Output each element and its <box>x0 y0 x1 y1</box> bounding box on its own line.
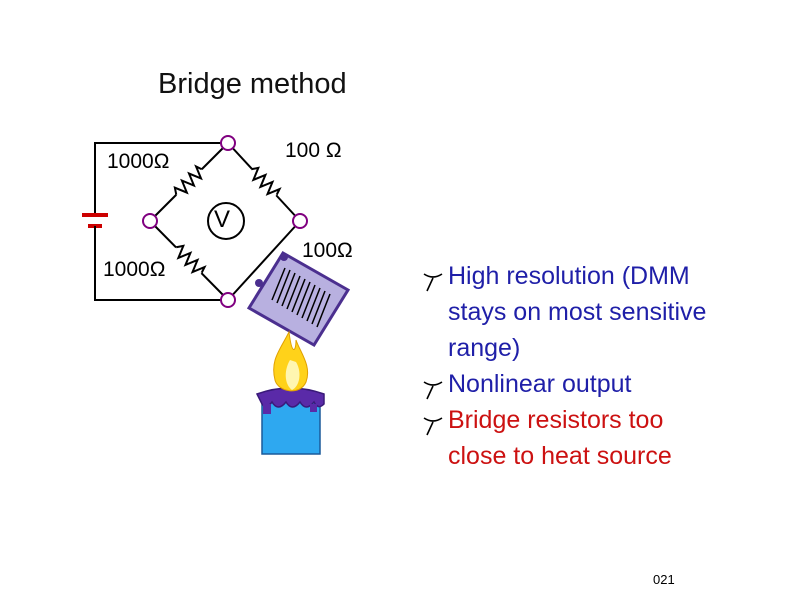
voltmeter-label: V <box>214 206 231 233</box>
bullet-2-line-1: Nonlinear output <box>448 370 632 398</box>
battery-symbol <box>82 213 108 238</box>
bullet-1-line-2: stays on most sensitive <box>448 298 707 326</box>
page-title: Bridge method <box>158 68 347 100</box>
node-right <box>292 213 308 229</box>
bullet-glyph-icon <box>423 273 443 292</box>
bullet-1-line-1: High resolution (DMM <box>448 262 690 290</box>
bullet-3-line-1: Bridge resistors too <box>448 406 664 434</box>
ohm-symbol: Ω <box>325 139 342 162</box>
ohm-symbol: Ω <box>153 150 170 173</box>
label-resistor-top-right: 100 Ω <box>285 139 342 163</box>
bullet-glyph-icon <box>423 381 443 400</box>
value-top-right: 100 <box>285 139 321 162</box>
resistor-top-left <box>172 164 206 199</box>
voltmeter-circle <box>207 202 245 240</box>
value-bottom-left: 1000 <box>103 258 150 281</box>
slide-number: 021 <box>653 572 675 587</box>
bullet-item-1: High resolution (DMM stays on most sensi… <box>418 258 778 366</box>
resistor-bottom-left <box>172 243 207 277</box>
bullet-item-3: Bridge resistors too close to heat sourc… <box>418 402 778 474</box>
value-top-left: 1000 <box>107 150 154 173</box>
candle-icon <box>255 387 325 455</box>
node-left <box>142 213 158 229</box>
bullet-1-line-3: range) <box>448 334 521 362</box>
temperature-sensor-plate <box>246 250 351 348</box>
label-sensor-resistor: 100Ω <box>302 239 353 263</box>
label-resistor-bottom-left: 1000Ω <box>103 258 165 282</box>
circuit-nodes <box>142 135 308 308</box>
bullet-item-2: Nonlinear output <box>418 366 778 402</box>
bullet-glyph-icon <box>423 417 443 436</box>
flame-icon <box>273 330 309 392</box>
ohm-symbol: Ω <box>337 239 353 262</box>
node-top <box>220 135 236 151</box>
label-resistor-top-left: 1000Ω <box>107 150 169 174</box>
value-sensor: 100 <box>302 239 338 262</box>
bullet-3-line-2: close to heat source <box>448 442 672 470</box>
bullet-list: High resolution (DMM stays on most sensi… <box>418 258 778 474</box>
ohm-symbol: Ω <box>149 258 166 281</box>
resistor-top-right <box>247 165 282 199</box>
node-bottom <box>220 292 236 308</box>
